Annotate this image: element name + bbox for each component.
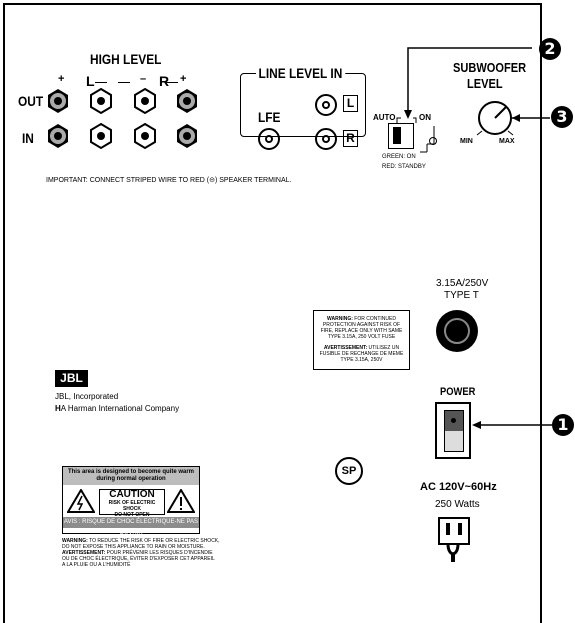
- csa-mark: SP: [335, 457, 363, 485]
- auto-on-switch[interactable]: [388, 123, 414, 149]
- fuse-holder[interactable]: [436, 310, 478, 352]
- out-label: OUT: [18, 93, 44, 109]
- jbl-logo: JBL: [55, 370, 88, 387]
- in-label: IN: [22, 130, 34, 146]
- level-knob[interactable]: [455, 90, 555, 145]
- switch-toggle: [393, 127, 401, 144]
- l-channel-label: L: [86, 73, 95, 89]
- red-standby-label: RED: STANDBY: [382, 164, 426, 170]
- fuse-rating: 3.15A/250V: [436, 278, 489, 289]
- status-led: [429, 137, 437, 145]
- callout-3: 3: [551, 106, 573, 128]
- terminal-in-l-minus[interactable]: [90, 122, 112, 150]
- caution-warning-text: WARNING: TO REDUCE THE RISK OF FIRE OR E…: [62, 538, 220, 568]
- watts-rating: 250 Watts: [435, 499, 480, 510]
- fuse-type: TYPE T: [444, 290, 479, 301]
- exclamation-warning-icon: [167, 489, 195, 513]
- terminal-in-l-plus[interactable]: [48, 124, 68, 148]
- l-box-label: L: [343, 95, 358, 112]
- r-channel-label: R: [159, 73, 170, 89]
- power-switch[interactable]: [444, 410, 464, 452]
- fuse-warning-fr: AVERTISSEMENT: UTILISEZ UN FUSIBLE DE RE…: [319, 345, 404, 363]
- green-on-label: GREEN: ON: [382, 154, 416, 160]
- harman-line: HA Harman International Company: [55, 404, 180, 413]
- terminal-out-r-minus[interactable]: [134, 87, 156, 115]
- avis-bar: AVIS : RISQUE DE CHOC ÉLECTRIQUE-NE PAS …: [63, 517, 199, 536]
- important-note: IMPORTANT: CONNECT STRIPED WIRE TO RED (…: [46, 177, 292, 184]
- plus-left-label: +: [58, 73, 65, 85]
- ac-rating: AC 120V~60Hz: [420, 481, 497, 493]
- high-level-title: HIGH LEVEL: [90, 51, 162, 67]
- lightning-warning-icon: [67, 489, 95, 513]
- power-switch-bezel: [435, 402, 471, 459]
- lfe-label: LFE: [258, 109, 281, 125]
- r-underline: [166, 82, 178, 83]
- min-label: MIN: [460, 138, 473, 145]
- terminal-in-r-minus[interactable]: [134, 122, 156, 150]
- power-callout-arrow: [472, 421, 552, 429]
- power-label: POWER: [440, 386, 476, 398]
- on-label: ON: [419, 113, 431, 122]
- callout-1: 1: [552, 414, 574, 436]
- rear-panel: [3, 3, 542, 623]
- line-level-title: LINE LEVEL IN: [256, 66, 345, 80]
- heat-warning: This area is designed to become quite wa…: [63, 467, 199, 485]
- subwoofer-title: SUBWOOFER: [453, 60, 527, 75]
- terminal-out-l-minus[interactable]: [90, 87, 112, 115]
- fuse-warning-en: WARNING: FOR CONTINUED PROTECTION AGAINS…: [320, 316, 403, 340]
- caution-box: CAUTION RISK OF ELECTRIC SHOCK DO NOT OP…: [99, 489, 165, 518]
- level-title: LEVEL: [467, 76, 503, 91]
- plus-right-label: +: [180, 73, 187, 85]
- max-label: MAX: [499, 138, 515, 145]
- fuse-warning-label: WARNING: FOR CONTINUED PROTECTION AGAINS…: [313, 310, 410, 370]
- minus-right-label: –: [140, 73, 147, 85]
- r-box-label: R: [343, 130, 358, 147]
- line-in-r-rca-jack[interactable]: [315, 128, 337, 150]
- line-in-l-rca-jack[interactable]: [315, 94, 337, 116]
- speaker-terminals: [48, 87, 197, 150]
- power-cord-icon: [438, 517, 470, 562]
- callout-2: 2: [539, 38, 561, 60]
- company-name: JBL, Incorporated: [55, 392, 119, 401]
- terminal-out-r-plus[interactable]: [177, 89, 197, 113]
- minus-left-label-line: [118, 82, 130, 83]
- caution-label: This area is designed to become quite wa…: [62, 466, 200, 536]
- auto-label: AUTO: [373, 113, 396, 122]
- terminal-out-l-plus[interactable]: [48, 89, 68, 113]
- l-underline: [95, 82, 107, 83]
- terminal-in-r-plus[interactable]: [177, 124, 197, 148]
- lfe-rca-jack[interactable]: [258, 128, 280, 150]
